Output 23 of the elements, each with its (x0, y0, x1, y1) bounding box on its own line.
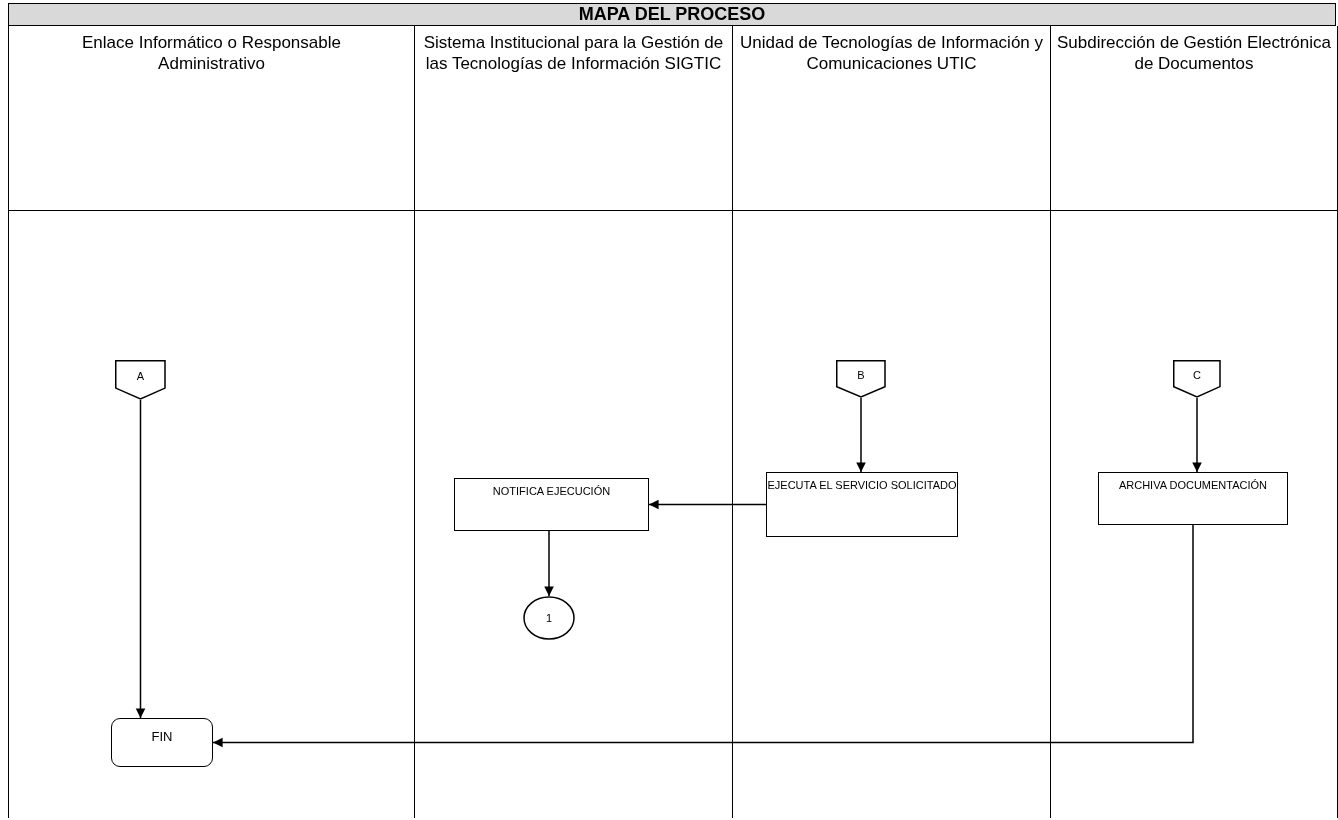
arrow (648, 499, 767, 510)
arrow (135, 399, 146, 719)
swimlane (414, 26, 732, 818)
process-box: ARCHIVA DOCUMENTACIÓN (1098, 472, 1288, 525)
terminator-box: FIN (111, 718, 213, 767)
lane-header: Unidad de Tecnologías de Información y Comunicaciones UTIC (739, 32, 1044, 74)
process-box: NOTIFICA EJECUCIÓN (454, 478, 649, 531)
title-bar: MAPA DEL PROCESO (8, 3, 1336, 26)
swimlane (732, 26, 1050, 818)
connector-circle: 1 (523, 596, 575, 640)
off-page-connector: C (1173, 360, 1221, 398)
off-page-connector: B (836, 360, 886, 398)
process-box: EJECUTA EL SERVICIO SOLICITADO (766, 472, 958, 537)
lane-header: Subdirección de Gestión Electrónica de Documentos (1056, 32, 1332, 74)
arrow (544, 530, 554, 597)
swimlane (8, 26, 414, 818)
lane-header: Sistema Institucional para la Gestión de las Tecnologías de Información SIGTIC (422, 32, 725, 74)
lane-header: Enlace Informático o Responsable Administrativo (81, 32, 342, 74)
swimlane (1050, 26, 1338, 818)
off-page-connector: A (115, 360, 166, 400)
arrow (1192, 397, 1202, 473)
arrow (212, 524, 1194, 748)
arrow (856, 397, 866, 473)
